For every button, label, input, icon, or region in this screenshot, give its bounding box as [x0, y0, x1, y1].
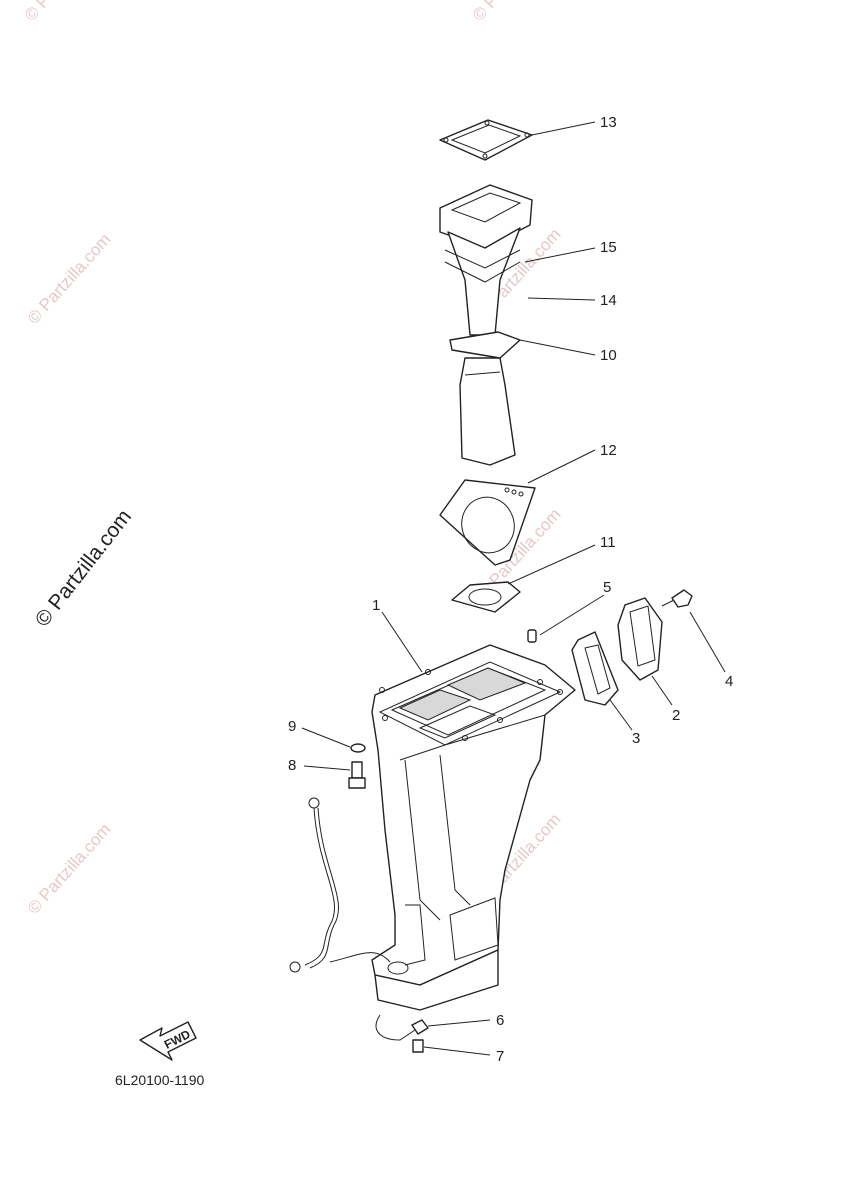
part-code: 6L20100-1190 [115, 1072, 204, 1088]
callout-3: 3 [632, 730, 640, 747]
part-6-clamp [375, 1014, 429, 1041]
part-7-screw [412, 1039, 424, 1053]
callout-9: 9 [288, 718, 296, 735]
callout-10: 10 [600, 347, 617, 364]
callouts: 13 15 14 10 12 11 5 1 4 2 3 9 8 6 7 [288, 114, 733, 1065]
part-1-upper-casing [371, 644, 576, 1011]
part-13-gasket [439, 119, 533, 161]
callout-15: 15 [600, 239, 617, 256]
callout-14: 14 [600, 292, 617, 309]
watermark: © Partzilla.com [469, 0, 560, 25]
leader-lines [301, 121, 726, 1056]
part-12-plate [439, 479, 536, 566]
watermark: © Partzilla.com [24, 820, 115, 918]
callout-7: 7 [496, 1048, 504, 1065]
part-9-washer [350, 743, 366, 753]
part-3-gasket [571, 631, 619, 706]
part-4-bolt [661, 589, 693, 608]
part-10-exhaust-guide [439, 184, 533, 466]
watermark: © Partzilla.com [21, 0, 112, 25]
callout-5: 5 [603, 579, 611, 596]
callout-13: 13 [600, 114, 617, 131]
callout-2: 2 [672, 707, 680, 724]
callout-8: 8 [288, 757, 296, 774]
callout-11: 11 [600, 534, 616, 551]
part-2-cover [617, 597, 663, 681]
ground-lead-wire [289, 797, 391, 973]
callout-1: 1 [372, 597, 380, 614]
watermark-main: © Partzilla.com [31, 505, 136, 631]
callout-12: 12 [600, 442, 617, 459]
part-8-bolt [348, 761, 366, 789]
callout-6: 6 [496, 1012, 504, 1029]
callout-4: 4 [725, 673, 733, 690]
fwd-arrow: FWD [139, 1021, 197, 1061]
watermark: © Partzilla.com [24, 230, 115, 328]
part-11-gasket [451, 581, 521, 613]
part-5-dowel-pin [527, 629, 537, 643]
